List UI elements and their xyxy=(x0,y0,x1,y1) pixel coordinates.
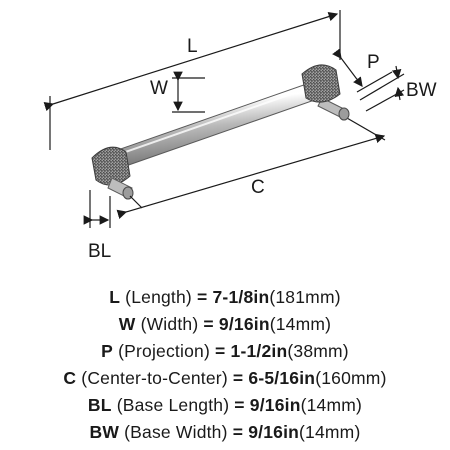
spec-name: (Base Width) xyxy=(124,422,228,442)
spec-metric-value: (160mm) xyxy=(315,368,387,388)
spec-code: L xyxy=(109,287,121,307)
base-length-label: BL xyxy=(88,241,111,262)
spec-row: P (Projection) = 1-1/2in(38mm) xyxy=(0,338,450,365)
spec-code: C xyxy=(63,368,77,388)
spec-imperial-value: 9/16in xyxy=(218,314,270,334)
projection-label: P xyxy=(367,52,380,73)
cabinet-pull-handle xyxy=(91,64,386,209)
width-label: W xyxy=(150,78,168,99)
base-width-label: BW xyxy=(406,80,437,101)
base-length-dimension xyxy=(83,190,111,228)
spec-metric-value: (38mm) xyxy=(287,341,349,361)
spec-equals: = xyxy=(234,395,245,415)
spec-equals: = xyxy=(197,287,208,307)
dimension-spec-list: L (Length) = 7-1/8in(181mm)W (Width) = 9… xyxy=(0,284,450,446)
spec-row: BW (Base Width) = 9/16in(14mm) xyxy=(0,419,450,446)
spec-code: BL xyxy=(87,395,112,415)
spec-code: P xyxy=(101,341,114,361)
base-width-dimension xyxy=(359,65,405,112)
spec-row: W (Width) = 9/16in(14mm) xyxy=(0,311,450,338)
center-to-center-label: C xyxy=(251,177,265,198)
spec-metric-value: (14mm) xyxy=(269,314,332,334)
length-label: L xyxy=(187,36,198,57)
spec-equals: = xyxy=(232,422,244,442)
projection-dimension xyxy=(332,48,393,93)
spec-imperial-value: 1-1/2in xyxy=(230,341,288,361)
spec-name: (Base Length) xyxy=(116,395,230,415)
spec-name: (Length) xyxy=(125,287,192,307)
spec-imperial-value: 9/16in xyxy=(249,395,301,415)
spec-equals: = xyxy=(215,341,226,361)
spec-code: BW xyxy=(89,422,120,442)
spec-row: BL (Base Length) = 9/16in(14mm) xyxy=(0,392,450,419)
spec-name: (Center-to-Center) xyxy=(81,368,228,388)
spec-imperial-value: 7-1/8in xyxy=(212,287,270,307)
spec-metric-value: (14mm) xyxy=(300,395,363,415)
spec-metric-value: (181mm) xyxy=(269,287,341,307)
spec-equals: = xyxy=(203,314,214,334)
center-to-center-dimension xyxy=(116,133,386,219)
spec-row: L (Length) = 7-1/8in(181mm) xyxy=(0,284,450,311)
handle-dimension-diagram: L W P BW C xyxy=(43,10,437,262)
spec-code: W xyxy=(118,314,136,334)
spec-imperial-value: 9/16in xyxy=(248,422,300,442)
width-dimension xyxy=(172,71,205,113)
spec-imperial-value: 6-5/16in xyxy=(248,368,316,388)
spec-name: (Width) xyxy=(140,314,199,334)
spec-equals: = xyxy=(232,368,244,388)
spec-metric-value: (14mm) xyxy=(299,422,361,442)
spec-name: (Projection) xyxy=(118,341,210,361)
spec-row: C (Center-to-Center) = 6-5/16in(160mm) xyxy=(0,365,450,392)
